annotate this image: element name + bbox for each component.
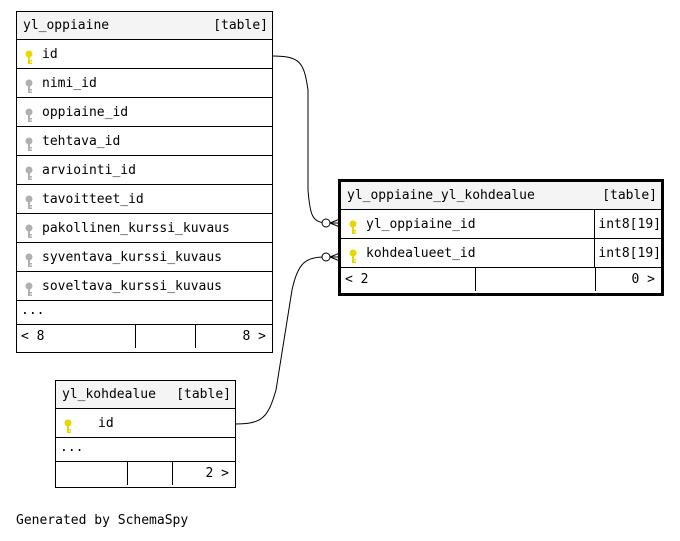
table-header: yl_oppiaine [table]: [17, 12, 272, 40]
column-name: oppiaine_id: [42, 105, 129, 120]
parents-spacer: [56, 462, 128, 485]
column-name: tehtava_id: [42, 134, 121, 149]
footer-spacer: [128, 462, 173, 485]
primary-key-icon: [348, 217, 358, 234]
column-row[interactable]: syventava_kurssi_kuvaus: [17, 243, 272, 272]
primary-key-icon: [63, 416, 73, 433]
column-list: id: [56, 409, 235, 438]
relationship-end-circle: [321, 252, 331, 262]
column-type: int8[19]: [594, 239, 661, 267]
column-name: kohdealueet_id: [366, 246, 476, 261]
relationship-end-circle: [321, 218, 331, 228]
relationship-line-yl-kohdealue: [234, 256, 327, 425]
foreign-key-icon: [24, 163, 34, 180]
table-kind: [table]: [213, 18, 268, 33]
table-yl-oppiaine[interactable]: yl_oppiaine [table] id nimi_id oppiaine_id…: [16, 11, 273, 353]
generated-by-footer: Generated by SchemaSpy: [16, 513, 189, 528]
foreign-key-icon: [24, 192, 34, 209]
table-kind: [table]: [176, 387, 231, 402]
foreign-key-icon: [24, 250, 34, 267]
parents-count[interactable]: < 2: [341, 268, 476, 291]
column-row[interactable]: soveltava_kurssi_kuvaus: [17, 272, 272, 301]
column-row[interactable]: id: [56, 409, 235, 438]
primary-key-icon: [24, 47, 34, 64]
table-yl-oppiaine-yl-kohdealue[interactable]: yl_oppiaine_yl_kohdealue [table] yl_oppi…: [338, 179, 664, 296]
more-columns: ...: [56, 438, 235, 462]
table-title[interactable]: yl_oppiaine_yl_kohdealue: [347, 188, 535, 203]
column-name: yl_oppiaine_id: [366, 217, 476, 232]
column-row[interactable]: oppiaine_id: [17, 98, 272, 127]
footer-spacer: [136, 325, 196, 348]
more-columns: ...: [17, 301, 272, 325]
foreign-key-icon: [24, 105, 34, 122]
column-name: id: [98, 416, 114, 431]
foreign-key-icon: [24, 134, 34, 151]
column-row[interactable]: tavoitteet_id: [17, 185, 272, 214]
column-name: tavoitteet_id: [42, 192, 144, 207]
children-count[interactable]: 8 >: [242, 329, 266, 344]
table-header: yl_kohdealue [table]: [56, 381, 235, 409]
children-count[interactable]: 0 >: [631, 272, 655, 287]
table-yl-kohdealue[interactable]: yl_kohdealue [table] id ... 2 >: [55, 380, 236, 488]
column-name: arviointi_id: [42, 163, 136, 178]
table-kind: [table]: [602, 188, 657, 203]
relationship-line-yl-oppiaine: [271, 55, 327, 224]
column-row[interactable]: id: [17, 40, 272, 69]
table-title[interactable]: yl_kohdealue: [62, 387, 156, 402]
table-footer: < 2 0 >: [341, 268, 661, 291]
table-title[interactable]: yl_oppiaine: [23, 18, 110, 33]
primary-key-icon: [348, 246, 358, 263]
table-header: yl_oppiaine_yl_kohdealue [table]: [341, 182, 661, 210]
column-row[interactable]: nimi_id: [17, 69, 272, 98]
column-row[interactable]: arviointi_id: [17, 156, 272, 185]
column-list: yl_oppiaine_id int8[19] kohdealueet_id int8…: [341, 210, 661, 268]
column-name: soveltava_kurssi_kuvaus: [42, 279, 223, 294]
column-name: pakollinen_kurssi_kuvaus: [42, 221, 230, 236]
column-list: id nimi_id oppiaine_id tehtava_id arviointi_…: [17, 40, 272, 301]
foreign-key-icon: [24, 279, 34, 296]
column-type: int8[19]: [594, 210, 661, 238]
column-row[interactable]: pakollinen_kurssi_kuvaus: [17, 214, 272, 243]
column-name: nimi_id: [42, 76, 97, 91]
table-footer: 2 >: [56, 462, 235, 485]
column-row[interactable]: kohdealueet_id int8[19]: [341, 239, 661, 268]
foreign-key-icon: [24, 76, 34, 93]
column-name: id: [42, 47, 58, 62]
parents-count[interactable]: < 8: [17, 325, 136, 348]
foreign-key-icon: [24, 221, 34, 238]
column-row[interactable]: tehtava_id: [17, 127, 272, 156]
footer-spacer: [476, 268, 596, 291]
column-name: syventava_kurssi_kuvaus: [42, 250, 223, 265]
column-row[interactable]: yl_oppiaine_id int8[19]: [341, 210, 661, 239]
table-footer: < 8 8 >: [17, 325, 272, 348]
children-count[interactable]: 2 >: [205, 466, 229, 481]
